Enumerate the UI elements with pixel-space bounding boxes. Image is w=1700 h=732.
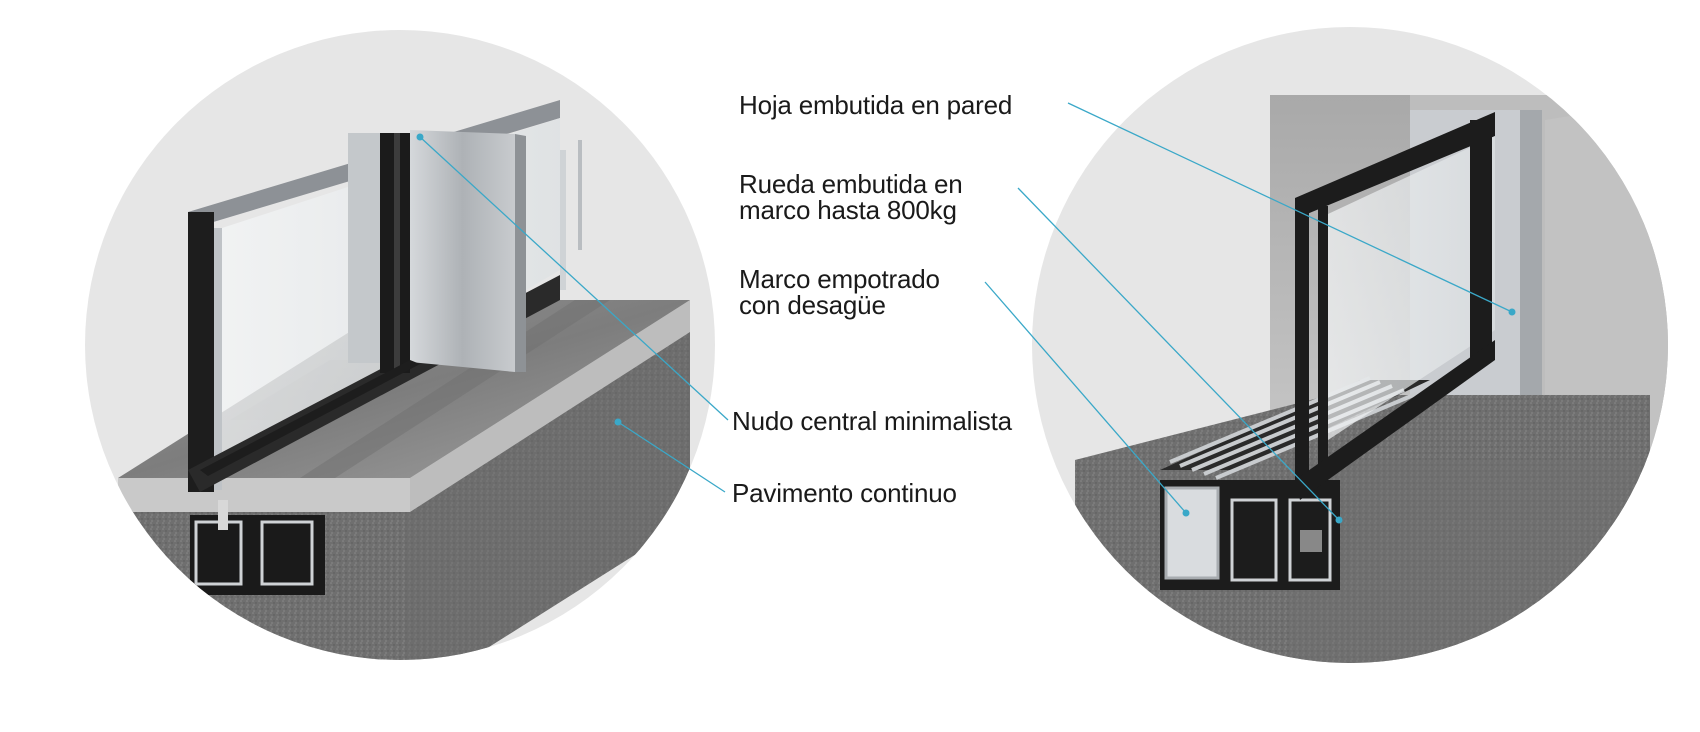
- label-rueda-embutida: Rueda embutida en marco hasta 800kg: [739, 171, 963, 223]
- leader-dot-marco: [1182, 509, 1190, 517]
- label-pavimento-continuo: Pavimento continuo: [732, 478, 957, 508]
- label-rueda-line-1: Rueda embutida en: [739, 169, 963, 199]
- right-illustration: [1032, 27, 1668, 663]
- leader-dot-pavimento: [614, 418, 622, 426]
- label-nudo-central: Nudo central minimalista: [732, 406, 1012, 436]
- left-profile-cross-section: [190, 515, 325, 595]
- leader-dot-rueda: [1335, 516, 1343, 524]
- leader-line-marco: [984, 281, 1187, 514]
- label-marco-empotrado: Marco empotrado con desagüe: [739, 266, 940, 318]
- leader-dot-nudo: [416, 133, 424, 141]
- label-hoja-embutida: Hoja embutida en pared: [739, 90, 1013, 120]
- leader-line-rueda: [1017, 187, 1340, 521]
- label-marco-line-2: con desagüe: [739, 290, 886, 320]
- leader-dots: [416, 133, 1516, 524]
- leader-line-hoja: [1067, 102, 1513, 313]
- label-marco-line-1: Marco empotrado: [739, 264, 940, 294]
- right-glazed-sash: [1295, 112, 1495, 214]
- leader-dot-hoja: [1508, 308, 1516, 316]
- leader-line-pavimento: [617, 421, 726, 493]
- left-aluminium-panel: [410, 130, 515, 372]
- leader-lines: [419, 102, 1513, 521]
- leader-line-nudo: [419, 136, 729, 421]
- left-glazed-sash: [188, 212, 214, 492]
- label-rueda-line-2: marco hasta 800kg: [739, 195, 957, 225]
- left-illustration: [85, 30, 715, 660]
